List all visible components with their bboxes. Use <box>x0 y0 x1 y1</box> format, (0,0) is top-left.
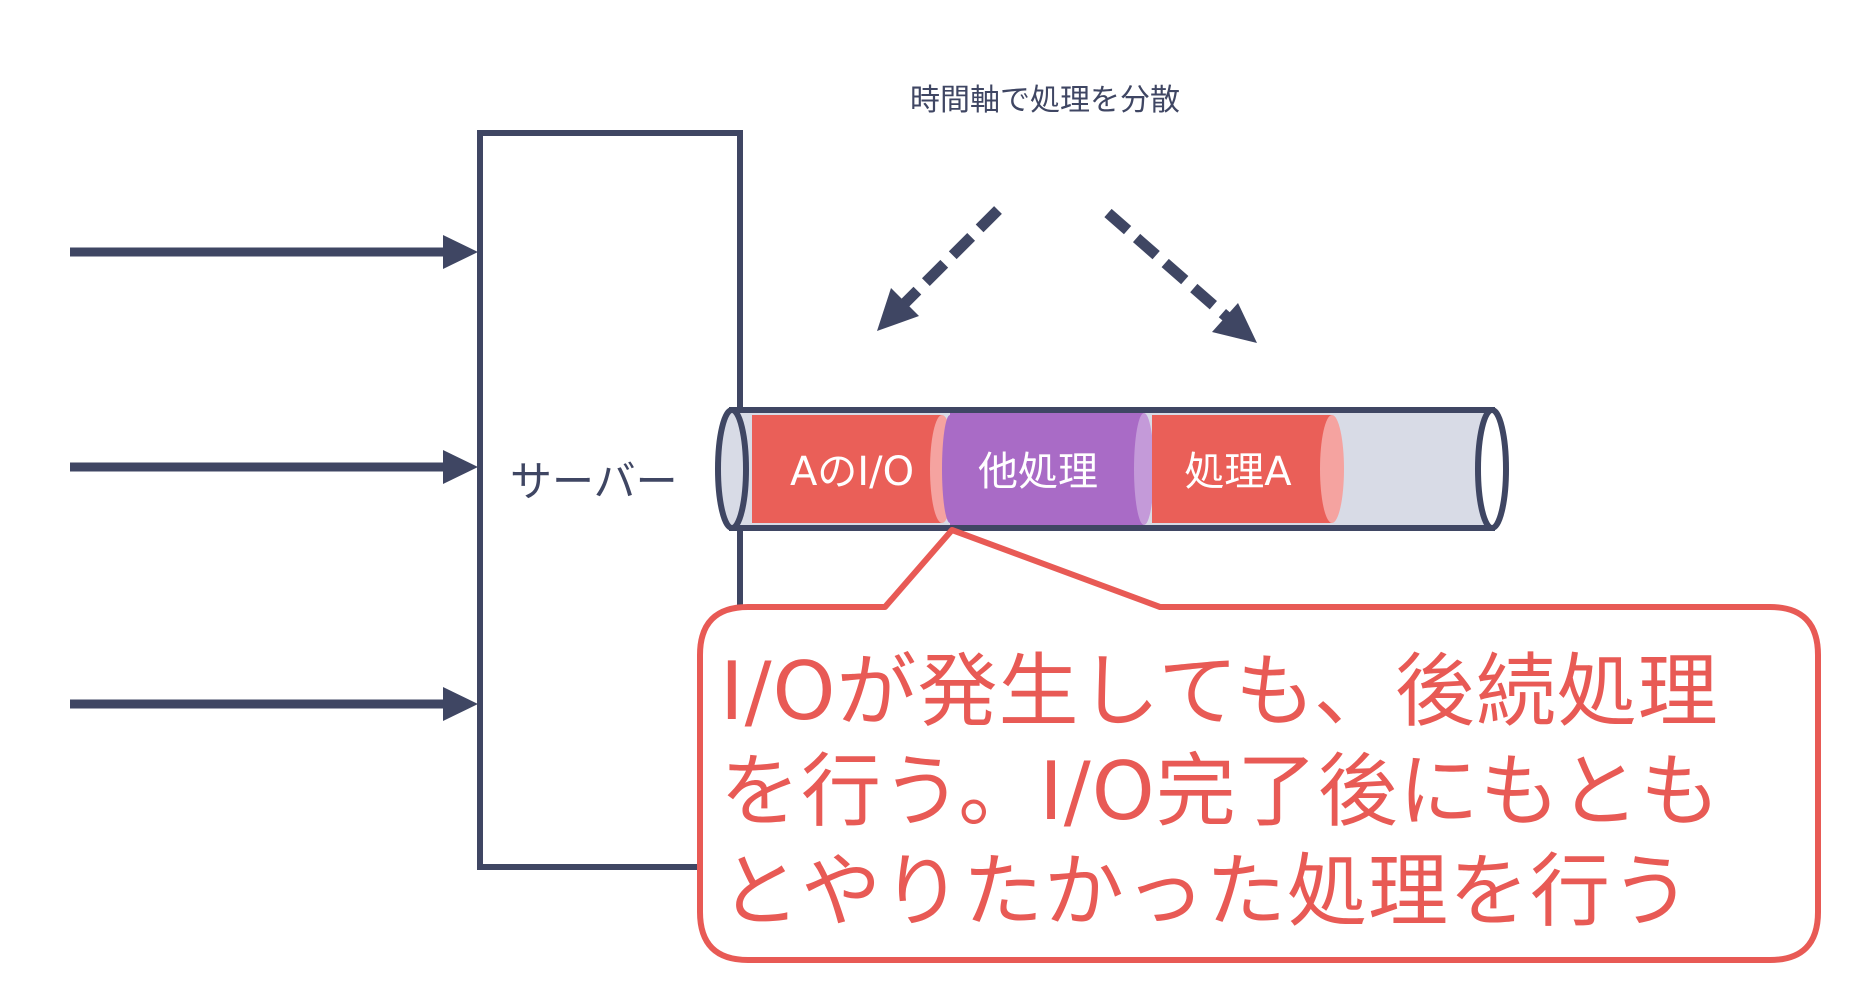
server-label: サーバー <box>510 457 678 506</box>
callout-bubble <box>697 527 1821 963</box>
segment-label: 処理A <box>1184 449 1292 495</box>
segment-other-process: 他処理 <box>942 413 1154 525</box>
diagram-title: 時間軸で処理を分散 <box>910 83 1180 118</box>
dashed-arrow-left <box>877 206 1002 331</box>
callout-text: I/Oが発生しても、後続処理 を行う。I/O完了後にもとも とやりたかった処理を… <box>720 642 1800 942</box>
callout-line: I/Oが発生しても、後続処理 <box>720 645 1719 738</box>
incoming-arrow <box>70 235 478 269</box>
segment-label: AのI/O <box>790 449 914 495</box>
incoming-arrow <box>70 687 478 721</box>
segment-a-io: AのI/O <box>752 415 954 523</box>
segment-process-a: 処理A <box>1152 415 1344 523</box>
callout-line: とやりたかった処理を行う <box>720 845 1692 938</box>
callout-line: を行う。I/O完了後にもとも <box>720 745 1722 838</box>
incoming-arrow <box>70 450 478 484</box>
dashed-arrow-right <box>1104 208 1257 343</box>
tube-end-cap <box>1475 407 1509 531</box>
segment-label: 他処理 <box>978 449 1098 495</box>
